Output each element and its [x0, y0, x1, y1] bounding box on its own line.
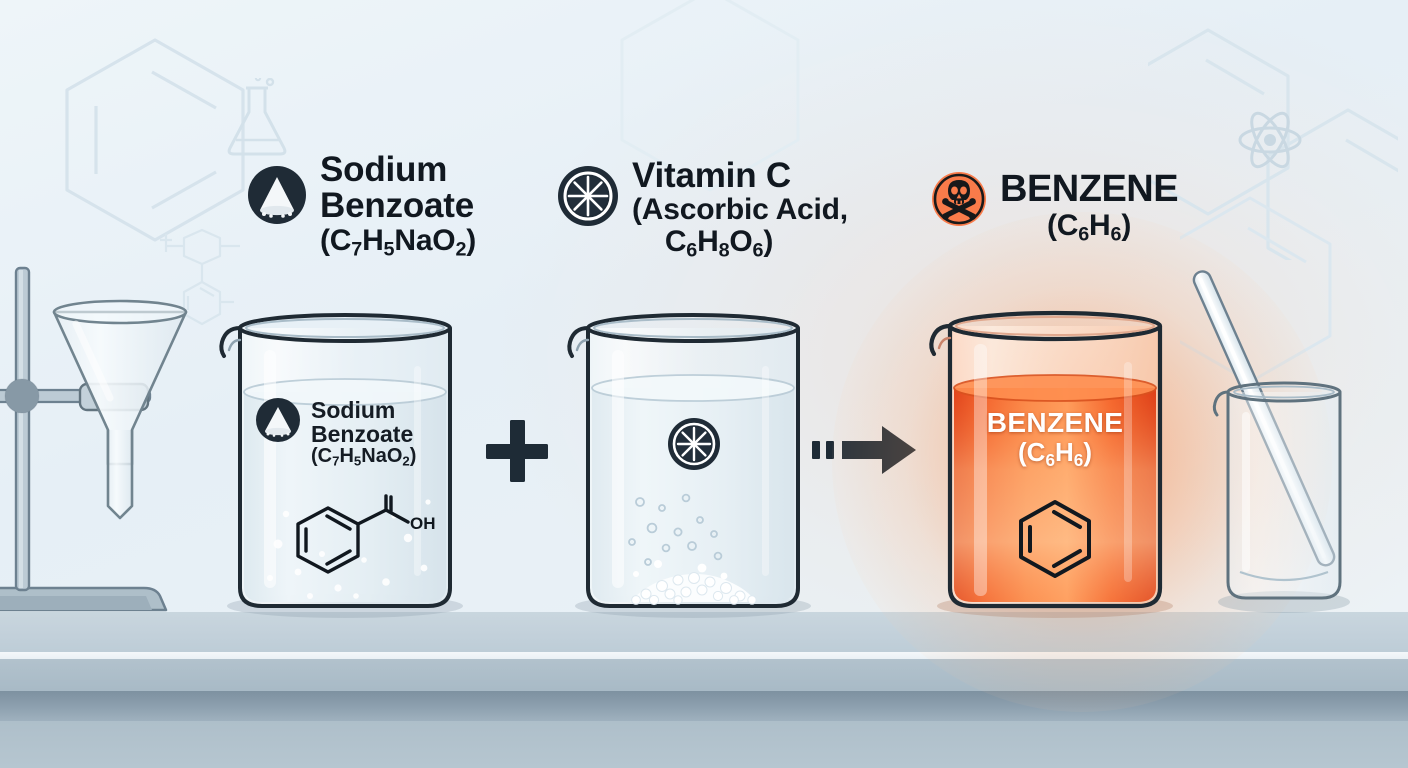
powder-icon-title: [248, 166, 306, 224]
vitamin-c-title-text: Vitamin C (Ascorbic Acid, C6H8O6): [632, 156, 848, 262]
skull-crossbones-hazard-icon: [932, 172, 986, 226]
beaker3-name: BENZENE: [986, 407, 1124, 438]
lab-bench-shadow-band: [0, 691, 1408, 721]
plus-operator: [484, 418, 550, 489]
sodium-benzoate-formula: (C7H5NaO2): [320, 223, 477, 261]
side-beaker-with-rod: [1192, 270, 1392, 622]
watermark-hexagon-left: [40, 28, 270, 258]
powder-pile: [630, 572, 757, 606]
beaker3-inline-label: BENZENE (C6H6): [928, 407, 1182, 471]
beaker-sodium-benzoate: [218, 306, 472, 622]
benzene-formula: (C6H6): [1046, 208, 1132, 246]
beaker3-formula: (C6H6): [1018, 437, 1092, 471]
beaker-vitamin-c: [566, 306, 820, 622]
benzene-name: BENZENE: [1000, 168, 1179, 210]
reagent-title-vitamin-c: Vitamin C (Ascorbic Acid, C6H8O6): [558, 156, 848, 262]
reagent-title-sodium-benzoate: Sodium Benzoate (C7H5NaO2): [248, 150, 477, 261]
vitamin-c-line2: (Ascorbic Acid,: [632, 193, 848, 227]
beaker-benzene: [928, 304, 1182, 622]
citrus-slice-icon-title: [558, 166, 618, 226]
structure-oh-label: OH: [410, 514, 436, 533]
beaker2-citrus-icon: [668, 418, 720, 470]
product-title-benzene: BENZENE (C6H6): [932, 168, 1179, 246]
watermark-hexagon-top-right: [1148, 10, 1398, 260]
lab-bench-front-edge: [0, 659, 1408, 691]
benzoic-acid-structure: OH: [296, 494, 436, 574]
vitamin-c-line1: Vitamin C: [632, 156, 791, 195]
vitamin-c-formula: C6H8O6): [664, 224, 774, 262]
benzene-title-text: BENZENE (C6H6): [1000, 168, 1179, 246]
watermark-atom-icon: [1230, 100, 1310, 180]
benzene-ring-structure: [1016, 498, 1094, 580]
reaction-arrow: [812, 424, 916, 481]
glass-funnel: [48, 294, 194, 524]
sodium-benzoate-line1: Sodium: [320, 150, 448, 189]
lab-bench-lower-panel: [0, 721, 1408, 768]
sodium-benzoate-line2: Benzoate: [320, 186, 474, 226]
lab-bench-highlight: [0, 652, 1408, 659]
sodium-benzoate-title-text: Sodium Benzoate (C7H5NaO2): [320, 150, 477, 261]
